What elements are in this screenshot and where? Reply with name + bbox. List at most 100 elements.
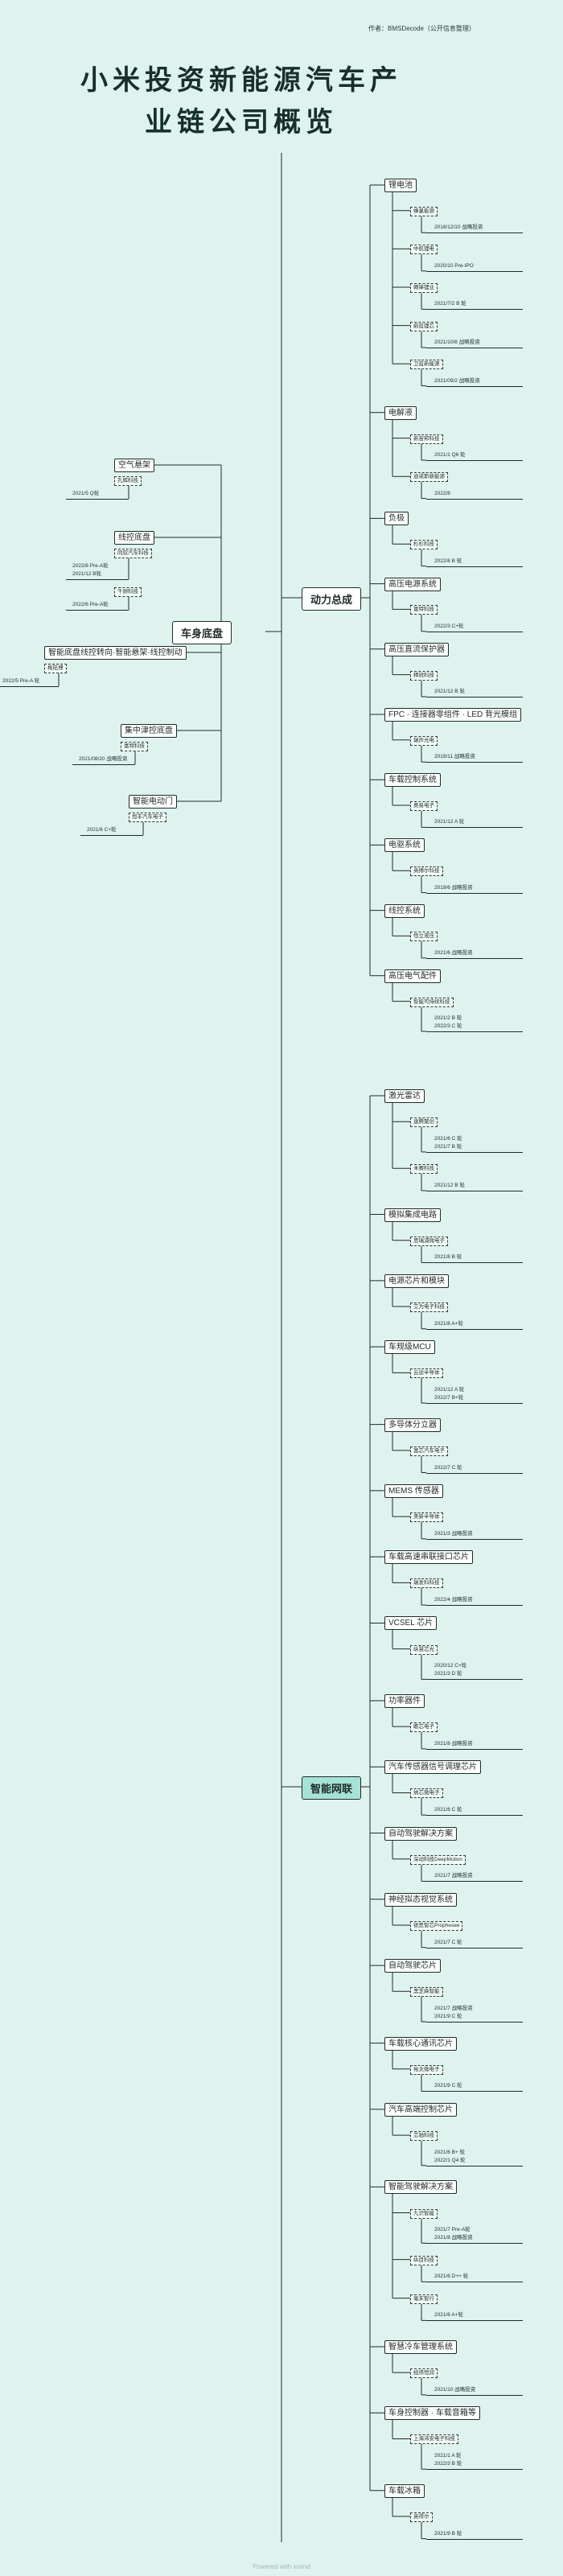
company-node[interactable]: 艾为电子科技	[410, 1302, 448, 1313]
company-node[interactable]: 纵慧芯光	[410, 1644, 438, 1655]
category-power-0[interactable]: 锂电池	[384, 179, 417, 192]
title-line-2: 业链公司概览	[145, 106, 338, 138]
company-node[interactable]: 格陆博	[44, 664, 67, 673]
investment-underline	[426, 1031, 523, 1032]
category-chassis-4[interactable]: 智能电动门	[129, 795, 177, 809]
category-power-3[interactable]: 高压电源系统	[384, 577, 441, 591]
investment-underline	[426, 1262, 523, 1264]
investment-label: 2021/10 战略投资	[434, 2386, 476, 2393]
category-chassis-2[interactable]: 智能底盘线控转向·智能悬架·线控制动	[44, 646, 187, 660]
category-power-1[interactable]: 电解液	[384, 405, 417, 420]
company-node[interactable]: 纵目科技	[410, 2255, 438, 2265]
category-smart-18[interactable]: 车载冰箱	[384, 2483, 425, 2498]
company-node[interactable]: 纳芯微电子	[410, 1788, 443, 1799]
company-node[interactable]: 富特科技	[121, 742, 148, 751]
company-node[interactable]: 九识智能	[410, 2208, 438, 2219]
category-smart-15[interactable]: 智能驾驶解决方案	[384, 2180, 457, 2195]
investment-underline	[426, 1679, 523, 1681]
category-power-7[interactable]: 电驱系统	[384, 838, 425, 853]
company-node[interactable]: 迪诺斯新能源	[410, 472, 448, 483]
company-node[interactable]: 杉杉科技	[410, 540, 438, 550]
category-chassis-3[interactable]: 集中津控底盘	[121, 724, 177, 738]
company-node[interactable]: 卫蓝新能源	[410, 360, 443, 370]
company-node[interactable]: 上海沛安电子科技	[410, 2434, 458, 2445]
company-node[interactable]: 英得尔	[410, 2512, 433, 2522]
investment-label: 2021/6 B+ 轮	[434, 2149, 466, 2155]
category-smart-10[interactable]: 自动驾驶解决方案	[384, 1826, 457, 1841]
company-node[interactable]: 孔辉科技	[114, 476, 142, 486]
category-smart-9[interactable]: 汽车传感器信号调理芯片	[384, 1760, 481, 1775]
company-node[interactable]: 精锐科技	[410, 670, 438, 681]
investment-label: 2021/10/8 战略投资	[434, 339, 480, 345]
investment-underline	[426, 1538, 523, 1540]
company-node[interactable]: 经纬恒润	[410, 2368, 438, 2379]
category-power-9[interactable]: 高压电气配件	[384, 969, 441, 983]
category-smart-7[interactable]: VCSEL 芯片	[384, 1616, 438, 1631]
company-node[interactable]: 瑞声光电	[410, 735, 438, 746]
investment-label: 2021/8 战略投资	[434, 2235, 473, 2241]
company-node[interactable]: 禾赛科技	[410, 1164, 438, 1175]
category-chassis-0[interactable]: 空气悬架	[114, 459, 154, 472]
category-smart-3[interactable]: 车规级MCU	[384, 1340, 435, 1355]
company-node[interactable]: 瞻芯电子	[410, 1722, 438, 1733]
investment-label: 2021/6 A+轮	[434, 2312, 463, 2319]
company-node[interactable]: 千顾科技	[114, 587, 142, 597]
category-smart-8[interactable]: 功率器件	[384, 1693, 425, 1708]
category-smart-16[interactable]: 智慧冷车管理系统	[384, 2339, 457, 2354]
investment-underline	[426, 827, 523, 829]
category-power-2[interactable]: 负极	[384, 512, 409, 526]
investment-underline	[426, 1815, 523, 1817]
company-node[interactable]: 毫末智行	[410, 2294, 438, 2304]
company-node[interactable]: 恒丰汽车电子	[129, 813, 166, 822]
company-node[interactable]: 蔚蓝锂芯	[410, 321, 438, 331]
investment-label: 2021/9 C 轮	[434, 2014, 462, 2019]
category-smart-4[interactable]: 多导体分立器	[384, 1418, 441, 1432]
category-power-8[interactable]: 线控系统	[384, 903, 425, 918]
category-smart-6[interactable]: 车载高速串联接口芯片	[384, 1550, 473, 1565]
category-chassis-1[interactable]: 线控底盘	[114, 531, 154, 545]
root-node-smart-connected[interactable]: 智能网联	[302, 1776, 362, 1800]
company-node[interactable]: 富芯汽车电子	[410, 1446, 448, 1456]
company-node[interactable]: 裕太微电子	[410, 2064, 443, 2075]
company-node[interactable]: 黑芝麻智能	[410, 1987, 443, 1998]
category-smart-1[interactable]: 模拟集成电路	[384, 1208, 441, 1222]
company-node[interactable]: 新宙邦科技	[410, 434, 443, 444]
category-power-5[interactable]: FPC · 连接器零组件 · LED 背光模组	[384, 708, 522, 722]
category-smart-14[interactable]: 汽车高端控制芯片	[384, 2102, 457, 2117]
company-node[interactable]: 蜂巢能源	[410, 206, 438, 216]
root-node-chassis[interactable]: 车身底盘	[172, 621, 232, 644]
company-node[interactable]: 富特科技	[410, 605, 438, 615]
company-node[interactable]: 中航锂电	[410, 245, 438, 255]
investment-label: 2022/8 Pre-A轮	[72, 563, 109, 569]
company-node[interactable]: 英搏尔科技	[410, 866, 443, 877]
company-node[interactable]: 速腾聚创	[410, 1117, 438, 1128]
category-smart-5[interactable]: MEMS 传感器	[384, 1483, 443, 1498]
company-node[interactable]: 赣锋锂业	[410, 283, 438, 293]
company-node[interactable]: 锐思智芯Prophesee	[410, 1921, 463, 1931]
investment-label: 2021/8 战略投资	[434, 1740, 473, 1747]
company-node[interactable]: 同驭汽车科技	[114, 549, 152, 558]
company-node[interactable]: 深动科技DeepMotion	[410, 1854, 466, 1865]
category-smart-12[interactable]: 自动驾驶芯片	[384, 1959, 441, 1973]
company-node[interactable]: 思瑞浦微电子	[410, 1236, 448, 1246]
category-smart-2[interactable]: 电源芯片和模块	[384, 1274, 449, 1288]
category-power-6[interactable]: 车载控制系统	[384, 773, 441, 788]
investment-underline	[66, 579, 129, 580]
company-node[interactable]: 恒立液压	[410, 932, 438, 942]
company-node[interactable]: 智能可持续科技	[410, 997, 454, 1007]
category-smart-13[interactable]: 车载核心通讯芯片	[384, 2036, 457, 2051]
root-node-powertrain[interactable]: 动力总成	[302, 587, 362, 611]
category-smart-11[interactable]: 神经拟态视觉系统	[384, 1892, 457, 1907]
investment-label: 2021/2 B 轮	[434, 1015, 462, 1021]
company-node[interactable]: 瑞发科科技	[410, 1578, 443, 1589]
category-smart-0[interactable]: 激光雷达	[384, 1089, 425, 1103]
company-node[interactable]: 云途半导体	[410, 1368, 443, 1379]
investment-underline	[426, 2091, 523, 2092]
category-power-4[interactable]: 高压直流保护器	[384, 642, 449, 656]
investment-label: 2021/6 C 轮	[434, 1807, 462, 1813]
category-smart-17[interactable]: 车身控制器 · 车载音箱等	[384, 2406, 480, 2421]
company-node[interactable]: 美新半导体	[410, 1512, 443, 1523]
company-node[interactable]: 奥易电子	[410, 801, 438, 811]
investment-underline	[426, 1605, 523, 1607]
company-node[interactable]: 芯驰科技	[410, 2131, 438, 2142]
